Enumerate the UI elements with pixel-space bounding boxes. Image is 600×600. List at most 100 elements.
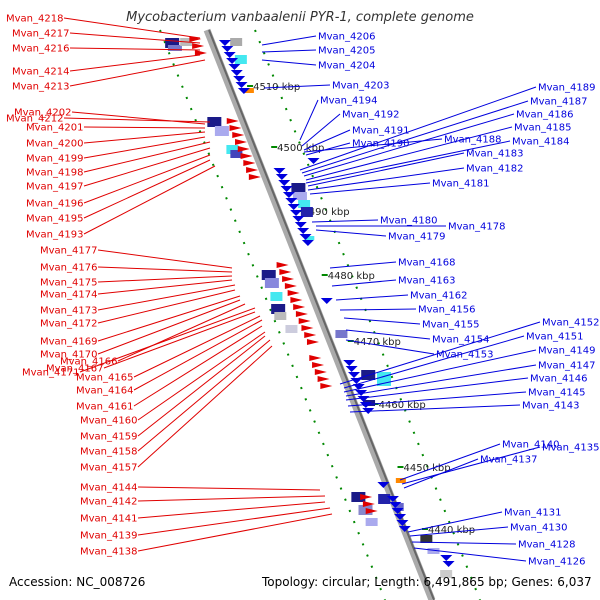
reverse-gene-arrow [301, 240, 314, 246]
forward-gene-arrow [287, 290, 300, 296]
left-gene-label: Mvan_4157 [80, 463, 137, 474]
gene-feature-block [395, 478, 406, 483]
right-gene-label: Mvan_4204 [318, 61, 375, 72]
right-leader-line [343, 349, 537, 393]
left-leader-line [69, 32, 201, 44]
left-gene-label: Mvan_4177 [40, 246, 97, 257]
right-leader-line [305, 140, 511, 184]
reverse-gene-arrow [352, 384, 365, 390]
forward-gene-arrow [246, 167, 259, 173]
right-leader-line [305, 126, 513, 181]
right-gene-label: Mvan_4149 [538, 346, 595, 357]
left-gene-label: Mvan_4161 [76, 402, 133, 413]
forward-gene-arrow [312, 362, 325, 368]
left-gene-label: Mvan_4217 [12, 29, 69, 40]
left-leader-line [69, 54, 201, 72]
reverse-gene-arrow [345, 366, 358, 372]
right-leader-line [315, 229, 387, 237]
right-gene-label: Mvan_4135 [542, 443, 599, 454]
reverse-gene-arrow [282, 192, 295, 198]
left-leader-line [83, 136, 206, 159]
right-leader-line [307, 167, 465, 191]
left-leader-line [97, 299, 241, 355]
left-leader-line [97, 289, 236, 324]
right-gene-label: Mvan_4137 [480, 455, 537, 466]
left-gene-label: Mvan_4169 [40, 337, 97, 348]
right-gene-label: Mvan_4168 [398, 258, 455, 269]
left-gene-label: Mvan_4176 [40, 263, 97, 274]
left-gene-label: Mvan_4200 [26, 139, 83, 150]
right-gene-label: Mvan_4188 [444, 135, 501, 146]
left-leader-line [137, 507, 331, 536]
left-leader-line [97, 266, 233, 273]
left-gene-label: Mvan_4141 [80, 514, 137, 525]
right-gene-label: Mvan_4143 [522, 401, 579, 412]
reverse-gene-arrow [297, 228, 310, 234]
accession-label: Accession: NC_008726 [9, 575, 146, 589]
forward-gene-arrow [362, 501, 375, 507]
forward-gene-arrow [248, 174, 261, 180]
right-gene-label: Mvan_4190 [352, 139, 409, 150]
right-leader-line [413, 547, 527, 562]
left-leader-line [97, 279, 233, 295]
right-leader-line [407, 511, 503, 533]
gene-feature-block [335, 330, 348, 338]
left-gene-label: Mvan_4160 [80, 416, 137, 427]
right-gene-label: Mvan_4181 [432, 179, 489, 190]
reverse-gene-arrow [221, 46, 234, 52]
right-leader-line [401, 446, 541, 485]
forward-gene-arrow [360, 494, 373, 500]
left-leader-line [137, 486, 321, 491]
right-gene-label: Mvan_4184 [512, 137, 569, 148]
gene-feature-block [270, 292, 283, 301]
right-leader-line [329, 261, 397, 269]
forward-gene-arrow [301, 325, 314, 331]
left-gene-label: Mvan_4173 [40, 306, 97, 317]
right-gene-label: Mvan_4194 [320, 96, 377, 107]
right-gene-label: Mvan_4186 [516, 110, 573, 121]
left-leader-line [83, 141, 211, 173]
left-leader-line [137, 331, 266, 421]
right-gene-label: Mvan_4192 [342, 110, 399, 121]
gene-feature-block [243, 88, 254, 93]
left-gene-label: Mvan_4175 [40, 278, 97, 289]
right-leader-line [399, 443, 501, 481]
left-gene-label: Mvan_4166 [60, 357, 117, 368]
reverse-gene-arrow [218, 40, 231, 46]
reverse-gene-arrow [396, 520, 409, 526]
right-leader-line [349, 404, 521, 413]
forward-gene-arrow [317, 376, 330, 382]
right-gene-label: Mvan_4187 [530, 97, 587, 108]
right-gene-label: Mvan_4183 [466, 149, 523, 160]
right-gene-label: Mvan_4155 [422, 320, 479, 331]
gene-feature-block [264, 278, 279, 288]
right-leader-line [311, 219, 379, 223]
left-leader-line [97, 284, 236, 311]
reverse-gene-arrow [440, 555, 453, 561]
right-leader-line [263, 84, 331, 89]
gene-feature-block [420, 535, 433, 543]
left-leader-line [97, 275, 233, 283]
forward-gene-arrow [320, 383, 333, 389]
left-leader-line [63, 117, 211, 123]
kbp-tick-label: 4450 kbp [404, 463, 451, 474]
left-gene-label: Mvan_4139 [80, 531, 137, 542]
right-leader-line [403, 458, 479, 489]
right-leader-line [345, 329, 431, 340]
reverse-gene-arrow [292, 216, 305, 222]
forward-gene-arrow [189, 36, 202, 42]
left-leader-line [83, 154, 211, 204]
forward-gene-arrow [237, 146, 250, 152]
forward-gene-arrow [314, 369, 327, 375]
forward-gene-arrow [232, 132, 245, 138]
left-gene-label: Mvan_4171 [22, 368, 79, 379]
left-leader-line [97, 249, 233, 269]
right-leader-line [261, 35, 317, 46]
gene-feature-block [304, 236, 315, 240]
forward-gene-arrow [282, 276, 295, 282]
reverse-gene-arrow [280, 186, 293, 192]
right-gene-label: Mvan_4128 [518, 540, 575, 551]
right-gene-label: Mvan_4206 [318, 32, 375, 43]
